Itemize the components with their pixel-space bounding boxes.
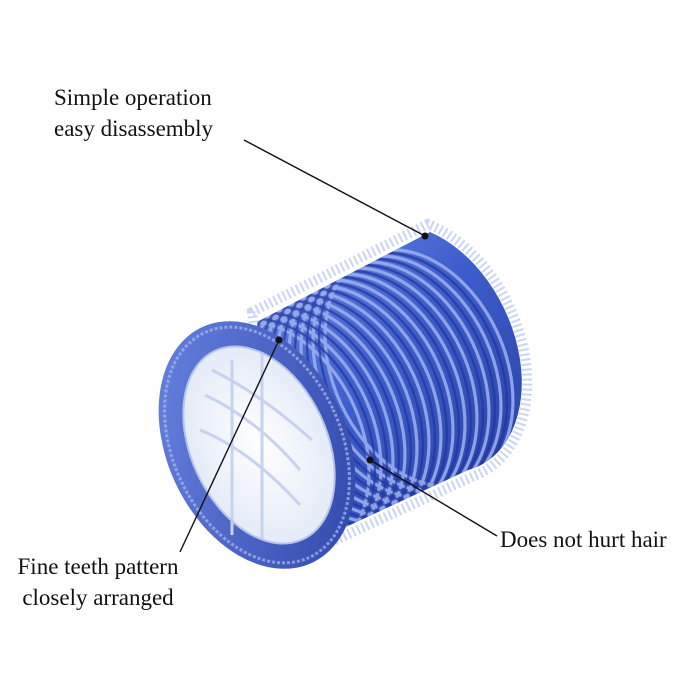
leader-dot-bottom xyxy=(275,336,283,344)
callout-text-line: Fine teeth pattern xyxy=(17,554,179,579)
callout-text-line: closely arranged xyxy=(22,585,174,610)
leader-dot-top xyxy=(421,232,429,240)
callout-easy-disassembly: Simple operation easy disassembly xyxy=(54,82,213,144)
callout-does-not-hurt-hair: Does not hurt hair xyxy=(500,524,667,555)
callout-text-line: Does not hurt hair xyxy=(500,527,667,552)
leader-line-top xyxy=(243,139,426,237)
callout-text-line: Simple operation xyxy=(54,85,212,110)
leader-line-right xyxy=(369,459,498,537)
leader-dots xyxy=(275,232,429,464)
callout-text-line: easy disassembly xyxy=(54,116,214,141)
leader-lines xyxy=(179,139,498,553)
roller-inner-grid xyxy=(199,352,314,540)
roller-bristle-fringe xyxy=(246,218,533,570)
roller-open-end xyxy=(158,321,356,569)
callout-fine-teeth-pattern: Fine teeth pattern closely arranged xyxy=(2,551,194,613)
leader-dot-right xyxy=(366,456,374,464)
leader-line-bottom xyxy=(179,339,280,553)
